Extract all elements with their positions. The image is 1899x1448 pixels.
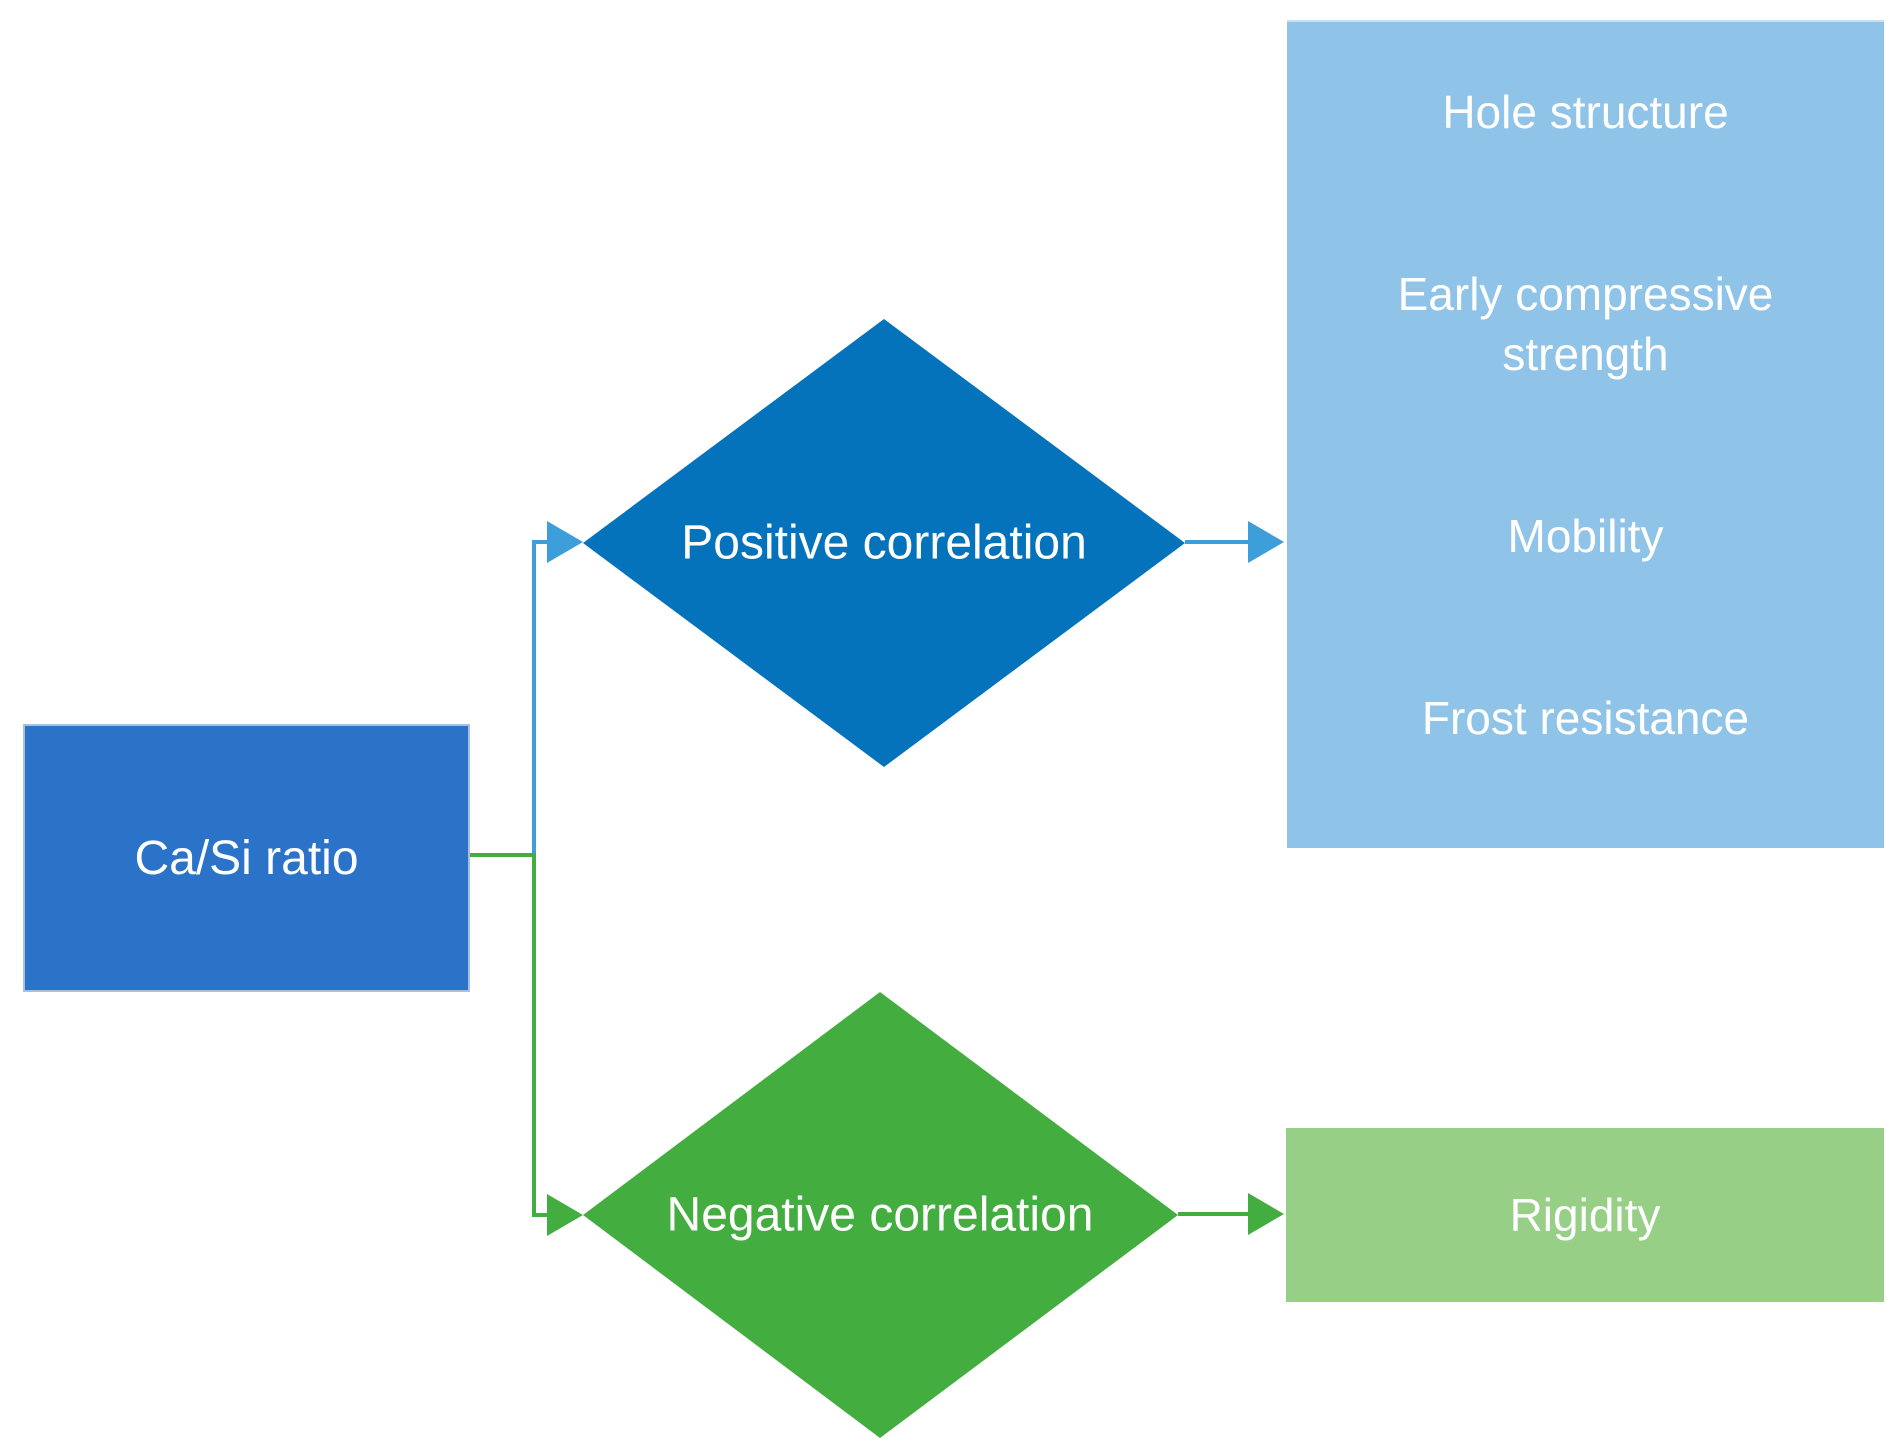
root-node-ca-si-ratio: Ca/Si ratio: [23, 724, 470, 992]
positive-correlation-diamond: [583, 319, 1185, 767]
outcome-frost-resistance: Frost resistance: [1421, 692, 1750, 744]
positive-branch-arrowhead-icon: [547, 521, 583, 563]
positive-outcome-arrowhead-icon: [1248, 521, 1284, 563]
positive-outcomes-panel: Hole structure Early compressive strengt…: [1287, 20, 1884, 848]
negative-branch-arrowhead-icon: [547, 1194, 583, 1236]
negative-correlation-label: Negative correlation: [666, 1188, 1094, 1242]
negative-outcome-panel: Rigidity: [1286, 1128, 1884, 1302]
negative-branch-connector: [532, 853, 549, 1217]
outcome-rigidity: Rigidity: [1509, 1189, 1661, 1241]
outcome-mobility: Mobility: [1507, 510, 1664, 562]
negative-correlation-diamond: [583, 992, 1178, 1438]
outcome-hole-structure: Hole structure: [1442, 86, 1729, 138]
outcome-early-compressive-strength: Early compressive strength: [1397, 268, 1774, 380]
root-node-label: Ca/Si ratio: [134, 831, 359, 885]
negative-outcome-arrowhead-icon: [1248, 1193, 1284, 1235]
positive-correlation-label: Positive correlation: [681, 516, 1087, 570]
positive-branch-connector: [532, 540, 549, 857]
